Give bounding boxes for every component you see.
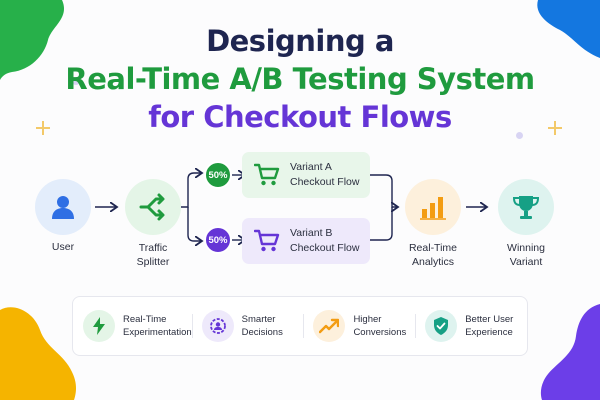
trophy-icon <box>512 196 540 219</box>
user-icon <box>52 196 74 219</box>
target-icon <box>209 318 226 334</box>
trend-up-icon <box>319 318 340 334</box>
lightning-icon-wrap <box>83 310 115 342</box>
dot-left <box>72 77 80 85</box>
variant-b-card: Variant B Checkout Flow <box>242 218 370 264</box>
user-label: User <box>51 241 75 253</box>
user-node <box>35 179 91 235</box>
analytics-label: Real-Time Analytics <box>408 242 458 269</box>
corner-blob-bottom-right <box>540 304 600 400</box>
analytics-node <box>405 179 461 235</box>
shield-check-icon <box>434 317 449 335</box>
benefit-smarter-decisions: Smarter Decisions <box>191 310 304 342</box>
dot-right <box>516 132 523 139</box>
variant-a-split-badge: 50% <box>204 161 232 189</box>
benefit-label: Higher Conversions <box>353 313 407 338</box>
sparkle-left <box>36 121 50 135</box>
benefit-label: Real-Time Experimentation <box>123 313 192 338</box>
title-line-1: Designing a <box>206 24 394 58</box>
sparkle-right <box>548 121 562 135</box>
corner-blob-bottom-left <box>0 307 76 400</box>
variant-a-label: Variant A Checkout Flow <box>290 161 360 188</box>
target-icon-wrap <box>201 310 234 342</box>
benefit-better-user-experience: Better User Experience <box>415 310 527 342</box>
benefit-real-time-experimentation: Real-Time Experimentation <box>73 310 192 342</box>
traffic-splitter-node <box>125 179 181 235</box>
trend-up-icon-wrap <box>313 310 346 342</box>
split-arrows-icon <box>139 193 165 221</box>
variant-a-card: Variant A Checkout Flow <box>242 152 370 198</box>
benefit-higher-conversions: Higher Conversions <box>303 310 415 342</box>
lightning-icon <box>93 317 105 335</box>
merge-a <box>370 174 398 207</box>
corner-blob-top-right <box>537 0 600 58</box>
traffic-splitter-label: Traffic Splitter <box>136 242 170 269</box>
winner-node <box>498 179 554 235</box>
title-line-2: Real-Time A/B Testing System <box>65 62 535 96</box>
cart-icon <box>254 229 280 252</box>
variant-b-split-badge: 50% <box>204 226 232 254</box>
merge-b <box>370 207 393 241</box>
branch-split-up <box>181 173 202 208</box>
cart-icon <box>254 163 280 186</box>
benefit-label: Better User Experience <box>465 313 514 338</box>
title-line-3: for Checkout Flows <box>148 100 452 134</box>
winner-label: Winning Variant <box>507 242 545 269</box>
bar-chart-icon <box>420 197 446 220</box>
benefits-panel: Real-Time Experimentation Smarter Decisi… <box>72 296 528 356</box>
shield-check-icon-wrap <box>425 310 458 342</box>
branch-split-down <box>187 207 202 241</box>
variant-b-label: Variant B Checkout Flow <box>290 227 360 254</box>
corner-blob-top-left <box>0 0 65 80</box>
benefit-label: Smarter Decisions <box>241 313 283 338</box>
